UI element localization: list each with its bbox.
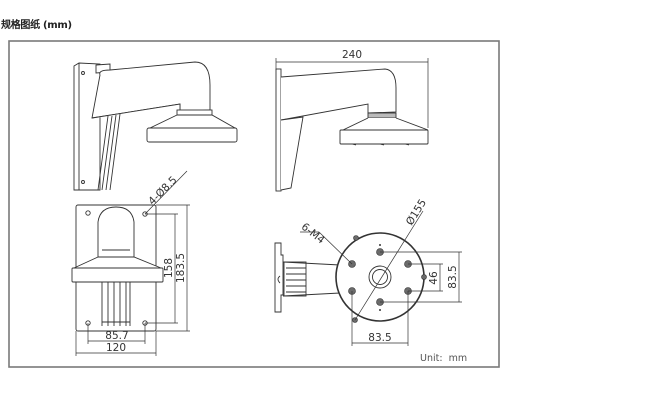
bottom-view-dimensions [300,210,462,346]
dimension-label-width: 240 [342,49,362,61]
dimension-label-outer-spacing-vertical: 83.5 [447,265,459,288]
front-view-dimensions [75,170,190,356]
page-title: 规格图纸 (mm) [1,20,72,31]
front-view [71,204,164,332]
dimension-label-screw-spec: 6-M4 [299,221,327,247]
dimension-label-inner-spacing: 46 [428,271,440,285]
dimension-label-hole-spacing-horizontal: 85.7 [105,330,128,342]
dimension-label-hole-spacing-vertical: 158 [163,258,175,278]
dimension-label-diameter: Ø155 [404,197,429,227]
perspective-view [73,61,238,191]
dimension-label-height: 183.5 [175,253,187,283]
dimension-label-outer-spacing-horizontal: 83.5 [368,332,391,344]
dimension-label-hole-spec: 4-Ø8.5 [146,174,180,208]
dimension-label-front-width: 120 [106,342,126,354]
drawing-frame [8,40,500,368]
side-view [275,68,429,192]
bottom-view [274,232,427,323]
unit-label: Unit: mm [420,353,467,364]
side-view-width-dimension [275,58,429,128]
